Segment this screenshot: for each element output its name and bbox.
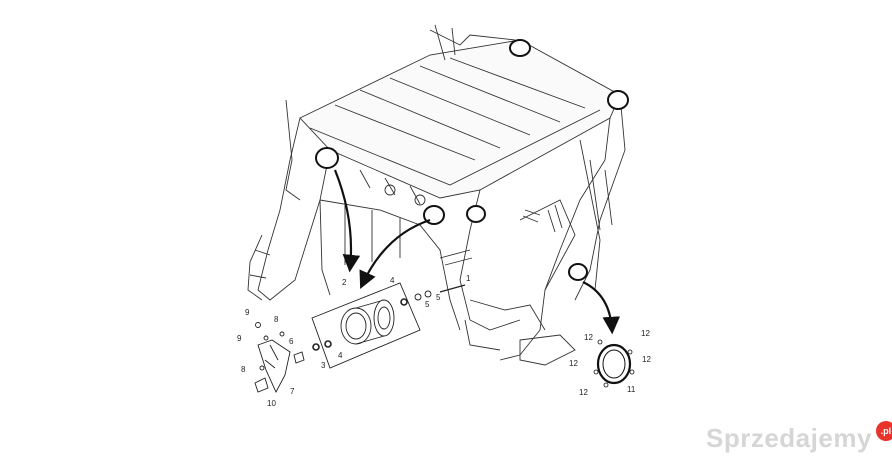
callout-10: 10: [267, 399, 276, 408]
callout-12c: 12: [642, 355, 651, 364]
callout-labels: 1 2 3 4 4 5 5 6 7 8 8 9 9 10 11 12 12 12…: [237, 274, 651, 408]
callout-12b: 12: [641, 329, 650, 338]
callout-9a: 9: [245, 308, 250, 317]
watermark-badge: .pl: [875, 421, 892, 441]
watermark: Sprzedajemy .pl: [706, 421, 892, 455]
bearing-detail: [311, 282, 466, 369]
callout-12e: 12: [579, 388, 588, 397]
callout-12d: 12: [569, 359, 578, 368]
callout-11: 11: [627, 385, 636, 394]
callout-7: 7: [290, 387, 295, 396]
callout-6: 6: [289, 337, 294, 346]
callout-9b: 9: [237, 334, 242, 343]
callout-1: 1: [466, 274, 471, 283]
callout-4a: 4: [338, 351, 343, 360]
frame-bearings: [315, 39, 629, 281]
callout-12a: 12: [584, 333, 593, 342]
detail-arrows: [333, 169, 621, 335]
seal-detail: [593, 339, 635, 388]
callout-8b: 8: [241, 365, 246, 374]
callout-4b: 4: [390, 276, 395, 285]
callout-5a: 5: [425, 300, 430, 309]
scraper-bracket: [254, 322, 305, 394]
callout-2: 2: [342, 278, 347, 287]
baler-frame: [247, 24, 626, 366]
callout-5b: 5: [436, 293, 441, 302]
callout-8a: 8: [274, 315, 279, 324]
callout-3: 3: [321, 361, 326, 370]
watermark-brand: Sprzedajemy: [706, 422, 872, 453]
